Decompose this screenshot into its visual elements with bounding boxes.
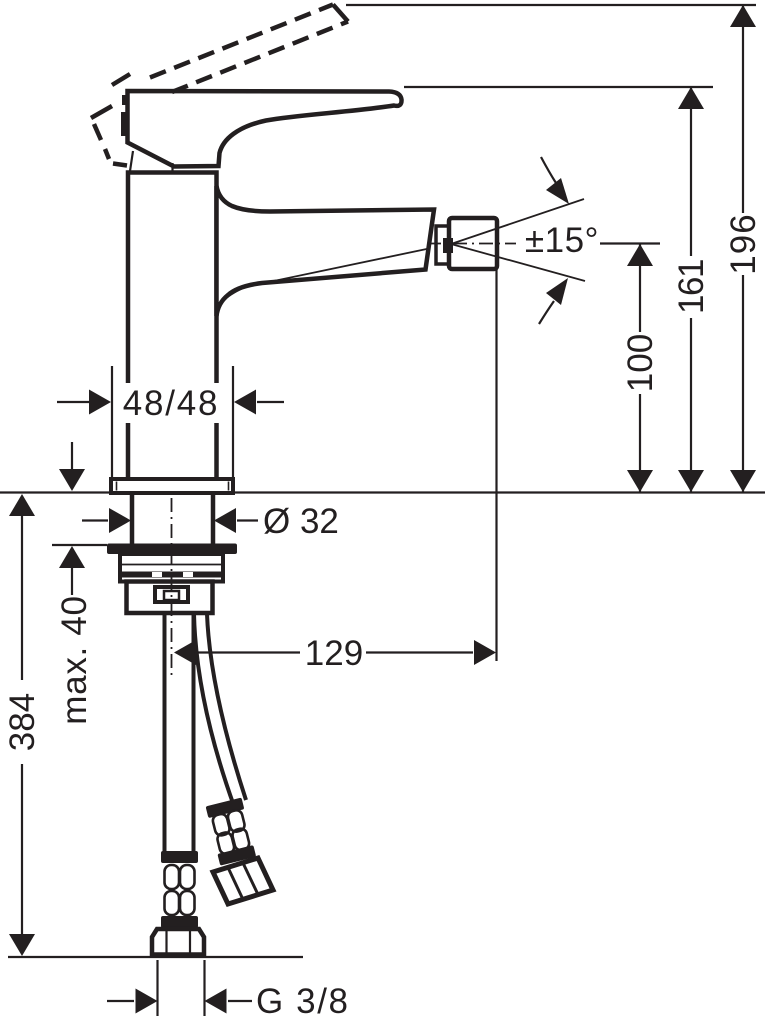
svg-text:129: 129: [305, 634, 363, 673]
svg-text:Ø 32: Ø 32: [263, 502, 339, 541]
svg-text:±15°: ±15°: [525, 221, 599, 260]
svg-text:max. 40: max. 40: [55, 595, 94, 724]
svg-text:161: 161: [672, 260, 711, 314]
svg-text:100: 100: [621, 334, 660, 392]
svg-text:48/48: 48/48: [123, 384, 220, 423]
svg-text:196: 196: [724, 213, 763, 274]
svg-text:384: 384: [3, 693, 42, 751]
svg-text:G 3/8: G 3/8: [256, 982, 350, 1021]
